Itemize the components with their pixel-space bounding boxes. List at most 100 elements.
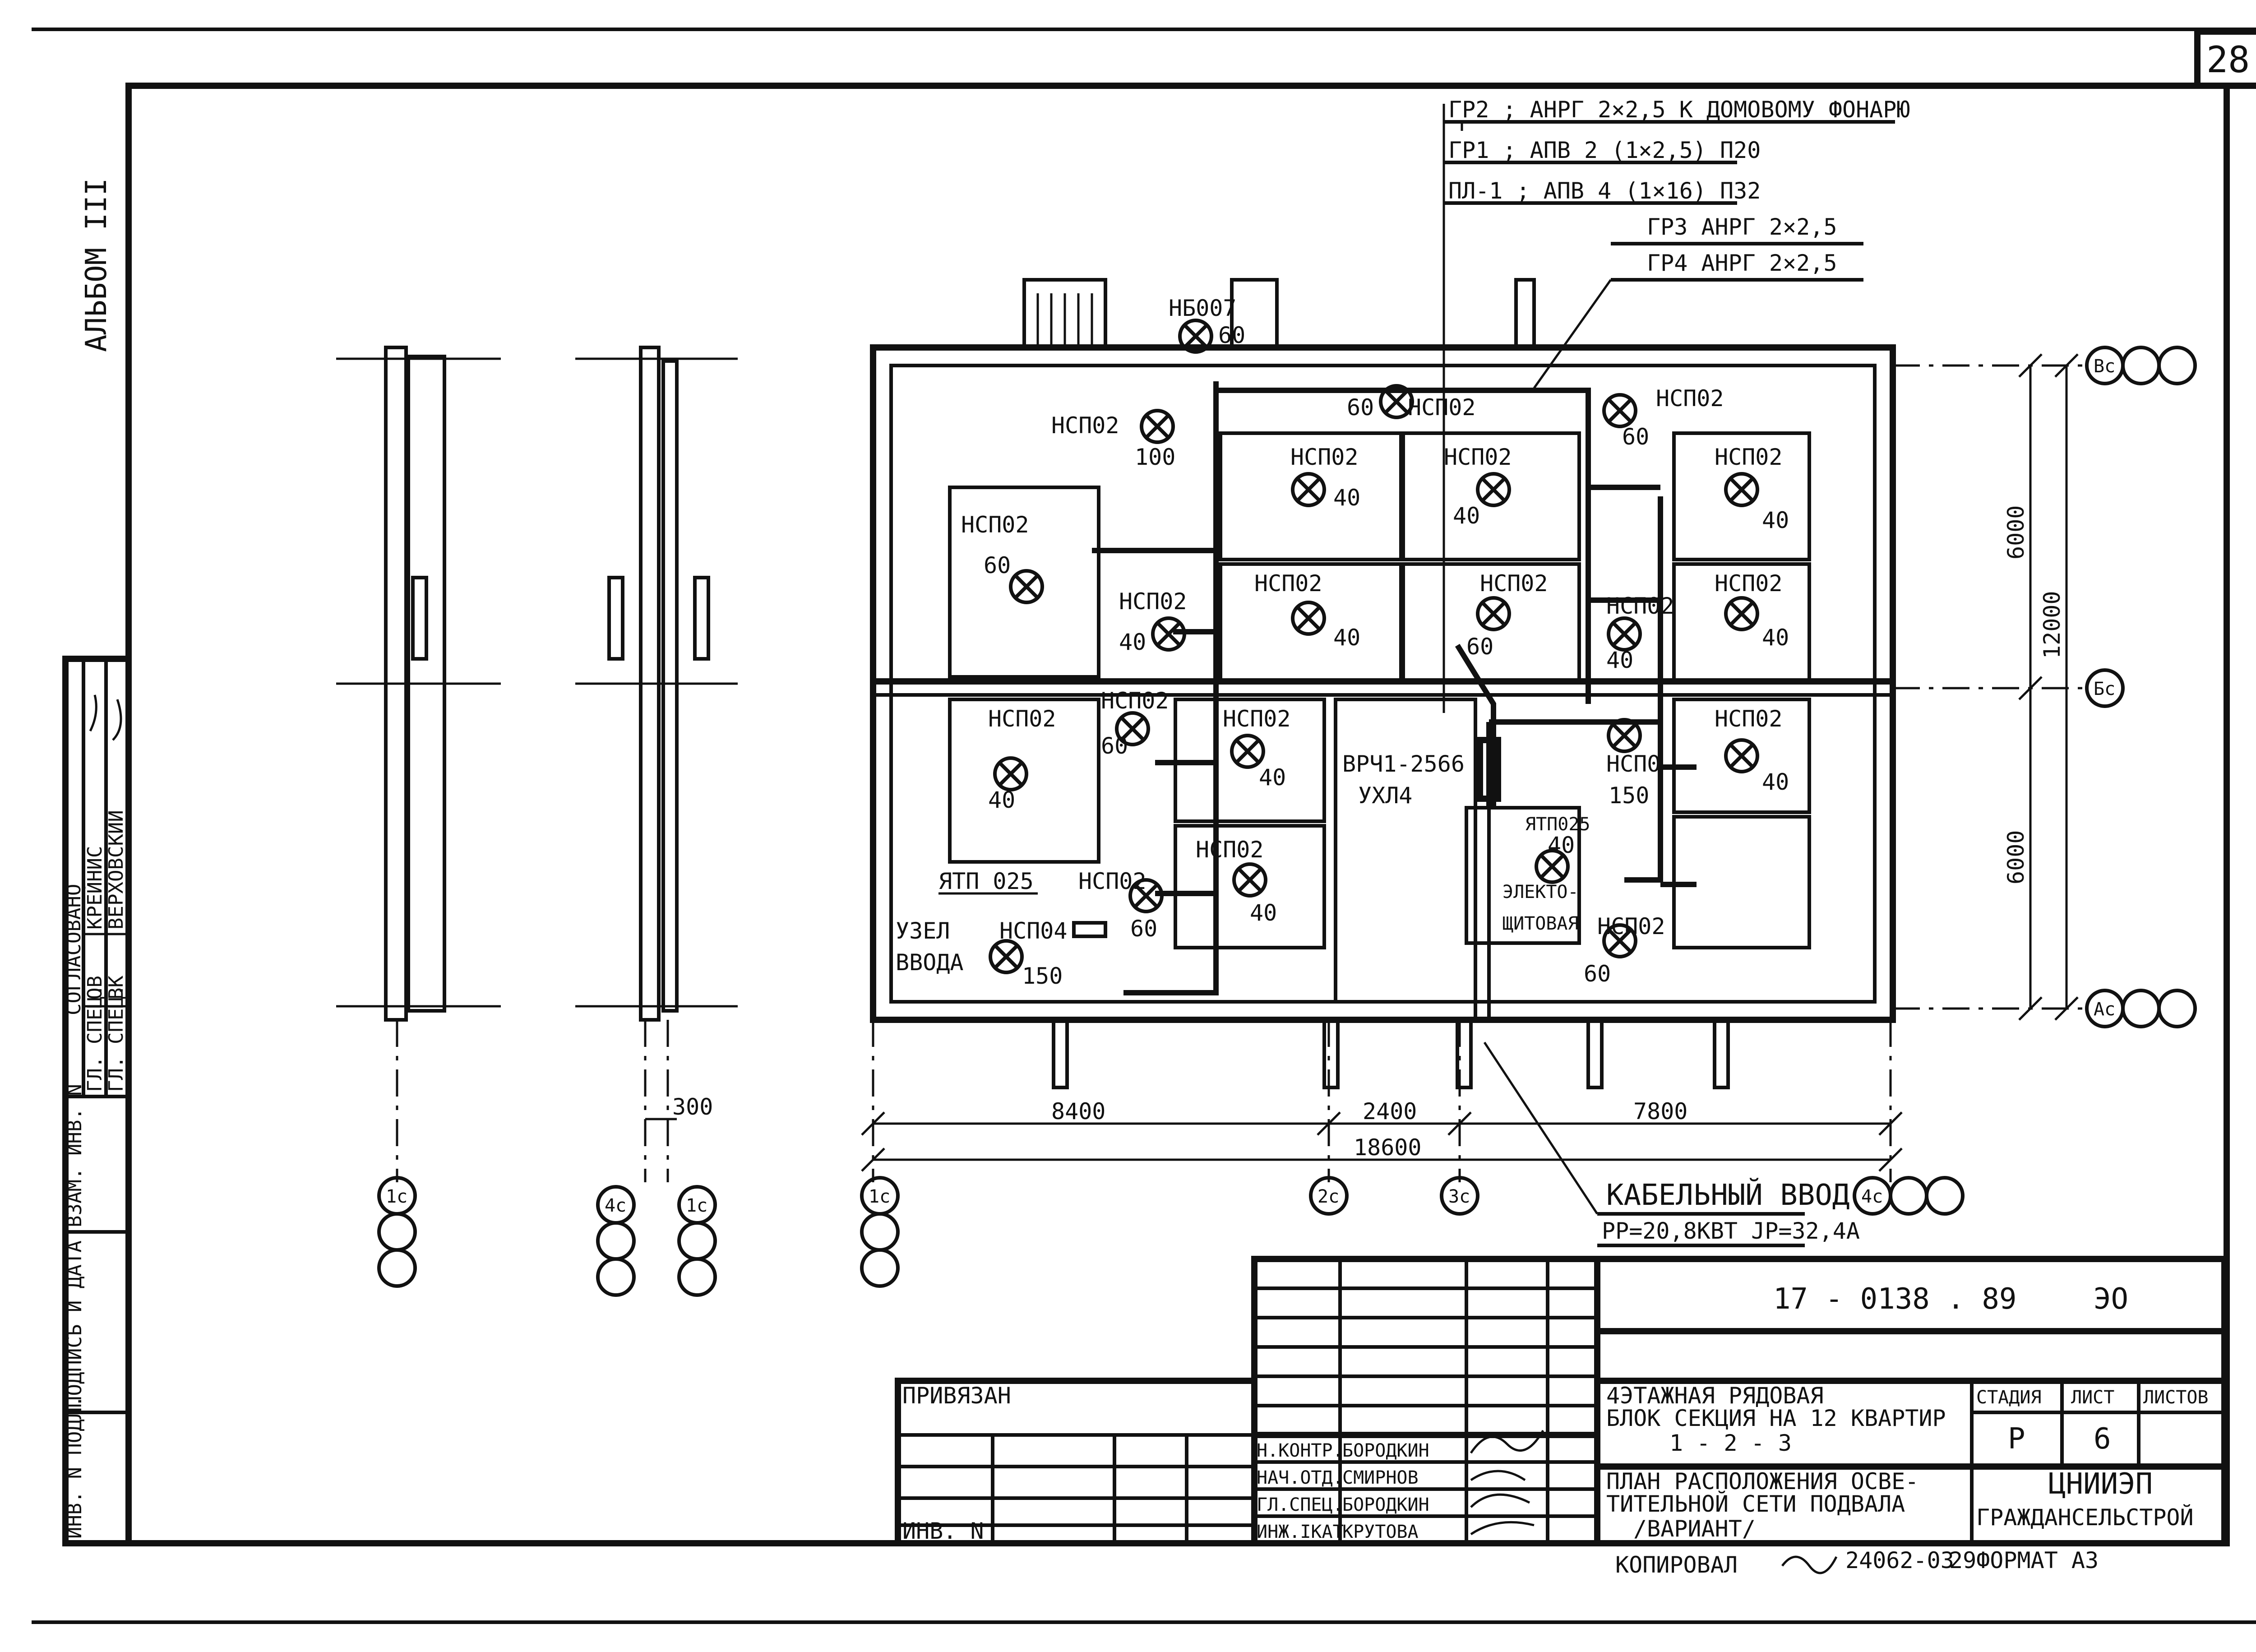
cable-entry-params: PР=20,8КВТ JР=32,4А [1602, 1218, 1860, 1244]
dim-12000: 12000 [2039, 591, 2065, 659]
panel-label: ВРЧ1-2566 [1342, 751, 1465, 777]
fixture-wattage-label: 40 [1119, 629, 1146, 655]
light-fixture: НСП04 150 [989, 918, 1068, 989]
fixture-type-label: НСП02 [1606, 593, 1674, 619]
lamp-cross-icon [1296, 477, 1321, 502]
fixture-wattage-label: 150 [1609, 782, 1649, 809]
fixture-type-label: НСП02 [1597, 913, 1665, 939]
fixture-wattage-label: 40 [1548, 832, 1575, 858]
dim-wall: 300 [672, 1094, 713, 1120]
lamp-cross-icon [1235, 739, 1260, 764]
light-fixture: НСП02 40 [1606, 593, 1674, 673]
fixture-wattage-label: 60 [1347, 394, 1374, 421]
fixture-type-label: НСП02 [1715, 706, 1783, 732]
fixture-wattage-label: 60 [1466, 634, 1493, 660]
ytp-label: ЯТП 025 [938, 868, 1034, 894]
fixture-wattage-label: 40 [1762, 507, 1789, 533]
lamp-symbol-icon [1724, 472, 1759, 507]
lamp-symbol-icon [1607, 616, 1642, 652]
approval-dept-2: ВК [105, 976, 128, 1000]
dim-18600: 18600 [1354, 1134, 1422, 1161]
signer-role-3: ГЛ.СПЕЦ. [1257, 1495, 1344, 1515]
cable-entry-title: КАБЕЛЬНЫЙ ВВОД [1606, 1178, 1849, 1212]
fixture-type-label: ЯТП025 [1525, 814, 1590, 835]
lamp-cross-icon [1237, 867, 1262, 893]
fixture-wattage-label: 60 [1130, 916, 1157, 942]
sheet-title-1: ПЛАН РАСПОЛОЖЕНИЯ ОСВЕ- [1606, 1468, 1919, 1495]
lamp-symbol-icon [1230, 734, 1265, 769]
fixture-wattage-label: 60 [984, 552, 1011, 578]
room-electric-2: ЩИТОВАЯ [1502, 913, 1579, 934]
lamp-cross-icon [1183, 324, 1208, 349]
fixture-type-label: НБ007 [1169, 295, 1237, 321]
fixture-type-label: НСП02 [1444, 444, 1512, 470]
signer-name-2: СМИРНОВ [1342, 1467, 1419, 1488]
approval-stamp: СОГЛАСОВАНО ГЛ. СПЕЦ. ОВ КРЕЙНИС ГЛ. СПЕ… [62, 656, 132, 1546]
stage-value: Р [2008, 1422, 2025, 1456]
side-label-sign: ПОДПИСЬ И ДАТА [63, 1240, 86, 1408]
lamp-symbol-icon [989, 939, 1024, 974]
signer-role-2: НАЧ.ОТД. [1257, 1467, 1344, 1488]
project-line-1: 4ЭТАЖНАЯ РЯДОВАЯ [1606, 1383, 1824, 1409]
lamp-symbol-icon [1140, 409, 1175, 444]
lamp-symbol-icon [1178, 319, 1213, 354]
fixture-wattage-label: 150 [1022, 963, 1063, 989]
sheets-header: ЛИСТОВ [2143, 1387, 2209, 1408]
stamp-frame [62, 656, 132, 1546]
fixture-type-label: НСП02 [1101, 688, 1169, 714]
callout-pl1: ПЛ-1 ; АПВ 4 (1×16) П32 [1448, 178, 1761, 204]
title-signatures [1470, 1430, 1544, 1536]
cable-callouts [1442, 104, 1895, 713]
fixture-type-label: НСП02 [988, 706, 1056, 732]
project-line-3: 1 - 2 - 3 [1669, 1430, 1792, 1456]
lamp-cross-icon [1156, 621, 1181, 647]
fixture-type-label: НСП04 [999, 918, 1068, 944]
lamp-cross-icon [994, 944, 1019, 969]
callout-gr1: ГР1 ; АПВ 2 (1×2,5) П20 [1448, 137, 1761, 163]
title-block [895, 1256, 2228, 1546]
fixture-type-label: НСП02 [1715, 444, 1783, 470]
copied-label: КОПИРОВАЛ [1615, 1552, 1738, 1578]
fixture-type-label: НСП02 [1223, 706, 1291, 732]
signer-role-1: Н.КОНТР. [1257, 1440, 1344, 1461]
format-label: 29ФОРМАТ А3 [1949, 1547, 2099, 1573]
page-number: 28 [2206, 39, 2250, 81]
lamp-cross-icon [1607, 928, 1632, 953]
fixture-wattage-label: 40 [1606, 647, 1633, 673]
lamp-cross-icon [1612, 723, 1637, 748]
lamp-symbol-icon [1115, 711, 1150, 746]
axis-label-1c-main: 1с [869, 1186, 890, 1207]
fixture-type-label: НСП02 [1290, 444, 1359, 470]
doc-mark: ЭО [2094, 1282, 2128, 1316]
fixture-type-label: НСП02 [961, 512, 1029, 538]
lamp-cross-icon [1729, 743, 1754, 768]
lamp-symbol-icon [1602, 923, 1637, 958]
lamp-symbol-icon [1128, 878, 1164, 913]
lamp-cross-icon [1120, 716, 1145, 741]
fixture-wattage-label: 40 [988, 787, 1015, 813]
lamp-symbol-icon [1724, 596, 1759, 631]
approval-name-2: ВЕРХОВСКИЙ [104, 810, 128, 930]
lamp-cross-icon [1133, 883, 1159, 908]
lamp-cross-icon [1729, 477, 1754, 502]
lamp-symbol-icon [1535, 849, 1570, 884]
lamp-symbol-icon [1009, 569, 1044, 604]
stage-header: СТАДИЯ [1976, 1387, 2042, 1408]
copied-signature [1781, 1555, 1838, 1574]
lamp-cross-icon [1612, 621, 1637, 647]
fixture-wattage-label: 60 [1101, 733, 1128, 759]
album-label: АЛЬБОМ III [80, 178, 113, 352]
lamp-symbol-icon [1476, 596, 1511, 631]
axis-label-1c-b: 1с [686, 1195, 707, 1216]
lamp-cross-icon [1607, 398, 1632, 423]
fixture-wattage-label: 40 [1453, 503, 1480, 529]
cable-entry-leader [1483, 1041, 1599, 1215]
